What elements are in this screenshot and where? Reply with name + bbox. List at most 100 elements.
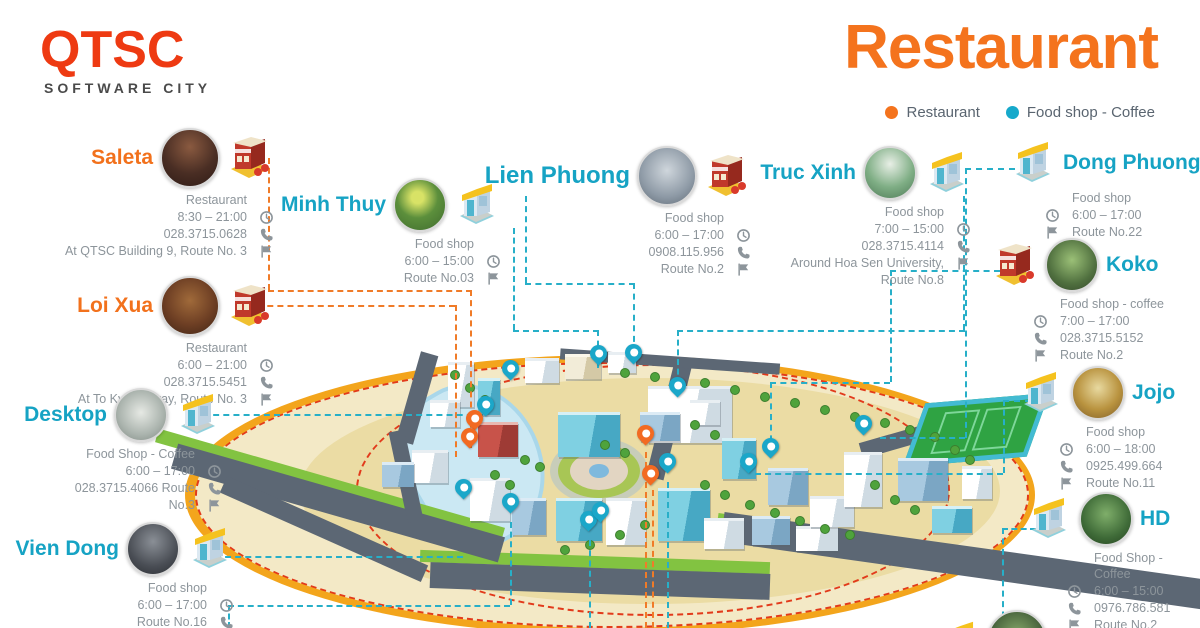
detail-text: Food shop xyxy=(884,205,944,219)
map-tree xyxy=(505,480,515,490)
detail-text: No.3 xyxy=(168,498,195,512)
detail-text: 028.3715.5152 xyxy=(1060,331,1144,345)
restaurant-building-icon xyxy=(231,137,269,178)
detail-text: Food shop xyxy=(1086,425,1146,439)
location-card-minh-thuy: Minh Thuy Food shop 6:00 – 15:00 Route N… xyxy=(281,178,500,286)
map-tree xyxy=(795,516,805,526)
map-tree xyxy=(760,392,770,402)
detail-line: 0908.115.956 xyxy=(512,244,750,260)
restaurant-dot-icon xyxy=(885,106,899,119)
location-name: Jojo xyxy=(1132,381,1176,404)
location-card-hd: HD Food Shop - Coffee 6:00 – 15:00 0976.… xyxy=(1026,492,1196,628)
location-card-truc-xinh: Truc Xinh Food shop 7:00 – 15:00 028.371… xyxy=(748,146,970,288)
detail-line: 028.3715.5152 xyxy=(1034,330,1197,346)
detail-text: Food shop xyxy=(1072,191,1132,205)
connector-line xyxy=(770,382,890,384)
detail-text: Restaurant xyxy=(185,341,247,355)
detail-text: Route No.2 xyxy=(660,262,724,276)
map-tree xyxy=(745,500,755,510)
roundabout-fountain xyxy=(589,464,609,478)
location-card-lien-phuong: Lien Phuong Food shop 6:00 – 17:00 0908.… xyxy=(485,146,750,277)
map-tree xyxy=(490,470,500,480)
connector-line xyxy=(268,158,270,290)
detail-line: 6:00 – 15:00 xyxy=(282,253,500,269)
foodshop-building-icon xyxy=(193,528,227,568)
detail-line: 6:00 – 21:00 xyxy=(28,357,273,373)
detail-line: No.3 xyxy=(16,497,221,513)
map-building xyxy=(796,526,838,551)
connector-line xyxy=(1003,400,1005,473)
location-name: Desktop xyxy=(24,403,107,426)
legend-label: Restaurant xyxy=(906,104,980,121)
map-tree xyxy=(620,448,630,458)
connector-line xyxy=(677,330,965,332)
clock-icon xyxy=(724,228,750,242)
connector-line xyxy=(755,473,1003,475)
map-tree xyxy=(965,455,975,465)
map-building xyxy=(658,488,710,541)
phone-icon xyxy=(1060,459,1086,473)
map-tree xyxy=(720,490,730,500)
location-photo xyxy=(160,128,220,188)
phone-icon xyxy=(944,239,970,253)
icon-slot xyxy=(1068,559,1094,573)
location-card-jojo: Jojo Food shop 6:00 – 18:00 0925.499.664… xyxy=(1018,366,1196,491)
phone-icon xyxy=(247,375,273,389)
legend-item-foodshop: Food shop - Coffee xyxy=(1005,104,1155,121)
flag-icon xyxy=(247,244,273,258)
detail-text: 0976.786.581 xyxy=(1094,601,1171,615)
location-photo xyxy=(114,388,168,442)
icon-slot xyxy=(1034,297,1060,311)
detail-line: 028.3715.0628 xyxy=(18,226,273,242)
flag-icon xyxy=(1046,225,1072,239)
map-tree xyxy=(910,505,920,515)
restaurant-building-icon xyxy=(708,155,746,196)
detail-text: Food shop - coffee xyxy=(1060,297,1165,311)
detail-text: 6:00 – 17:00 xyxy=(125,464,195,478)
detail-line: Food shop xyxy=(512,210,750,226)
connector-line xyxy=(890,270,892,382)
detail-line: At QTSC Building 9, Route No. 3 xyxy=(18,243,273,259)
connector-line xyxy=(645,452,647,628)
detail-line: 6:00 – 15:00 xyxy=(1068,583,1196,599)
detail-line: Route No.11 xyxy=(1060,475,1196,491)
map-tree xyxy=(700,480,710,490)
flag-icon xyxy=(1060,476,1086,490)
detail-line: Food Shop - Coffee xyxy=(1068,550,1196,582)
detail-text: 0908.115.956 xyxy=(648,245,724,259)
map-tree xyxy=(790,398,800,408)
detail-line: 028.3715.5451 xyxy=(28,374,273,390)
map-tree xyxy=(880,418,890,428)
detail-line: 7:00 – 15:00 xyxy=(748,221,970,237)
detail-line: 7:00 – 17:00 xyxy=(1034,313,1197,329)
icon-slot xyxy=(247,193,273,207)
detail-text: 6:00 – 17:00 xyxy=(654,228,724,242)
detail-text: 6:00 – 18:00 xyxy=(1086,442,1156,456)
detail-text: 6:00 – 21:00 xyxy=(177,358,247,372)
connector-line xyxy=(513,330,599,332)
map-building xyxy=(525,358,559,383)
clock-icon xyxy=(195,464,221,478)
clock-icon xyxy=(247,358,273,372)
connector-line xyxy=(228,605,510,607)
icon-slot xyxy=(1060,425,1086,439)
flag-icon xyxy=(195,498,221,512)
map-tree xyxy=(600,440,610,450)
detail-text: Route No.22 xyxy=(1072,225,1143,239)
map-tree xyxy=(620,368,630,378)
detail-text: At QTSC Building 9, Route No. 3 xyxy=(64,244,247,258)
map-tree xyxy=(905,425,915,435)
phone-icon xyxy=(207,615,233,628)
connector-line xyxy=(652,490,654,628)
clock-icon xyxy=(1068,584,1094,598)
location-name: Koko xyxy=(1106,253,1159,276)
detail-text: Food shop xyxy=(664,211,724,225)
connector-line xyxy=(525,283,635,285)
detail-line: Restaurant xyxy=(28,340,273,356)
detail-text: Food shop xyxy=(414,237,474,251)
location-name: Minh Thuy xyxy=(281,193,386,216)
detail-text: Route No.16 xyxy=(136,615,207,628)
legend-label: Food shop - Coffee xyxy=(1026,104,1155,121)
map-tree xyxy=(710,430,720,440)
